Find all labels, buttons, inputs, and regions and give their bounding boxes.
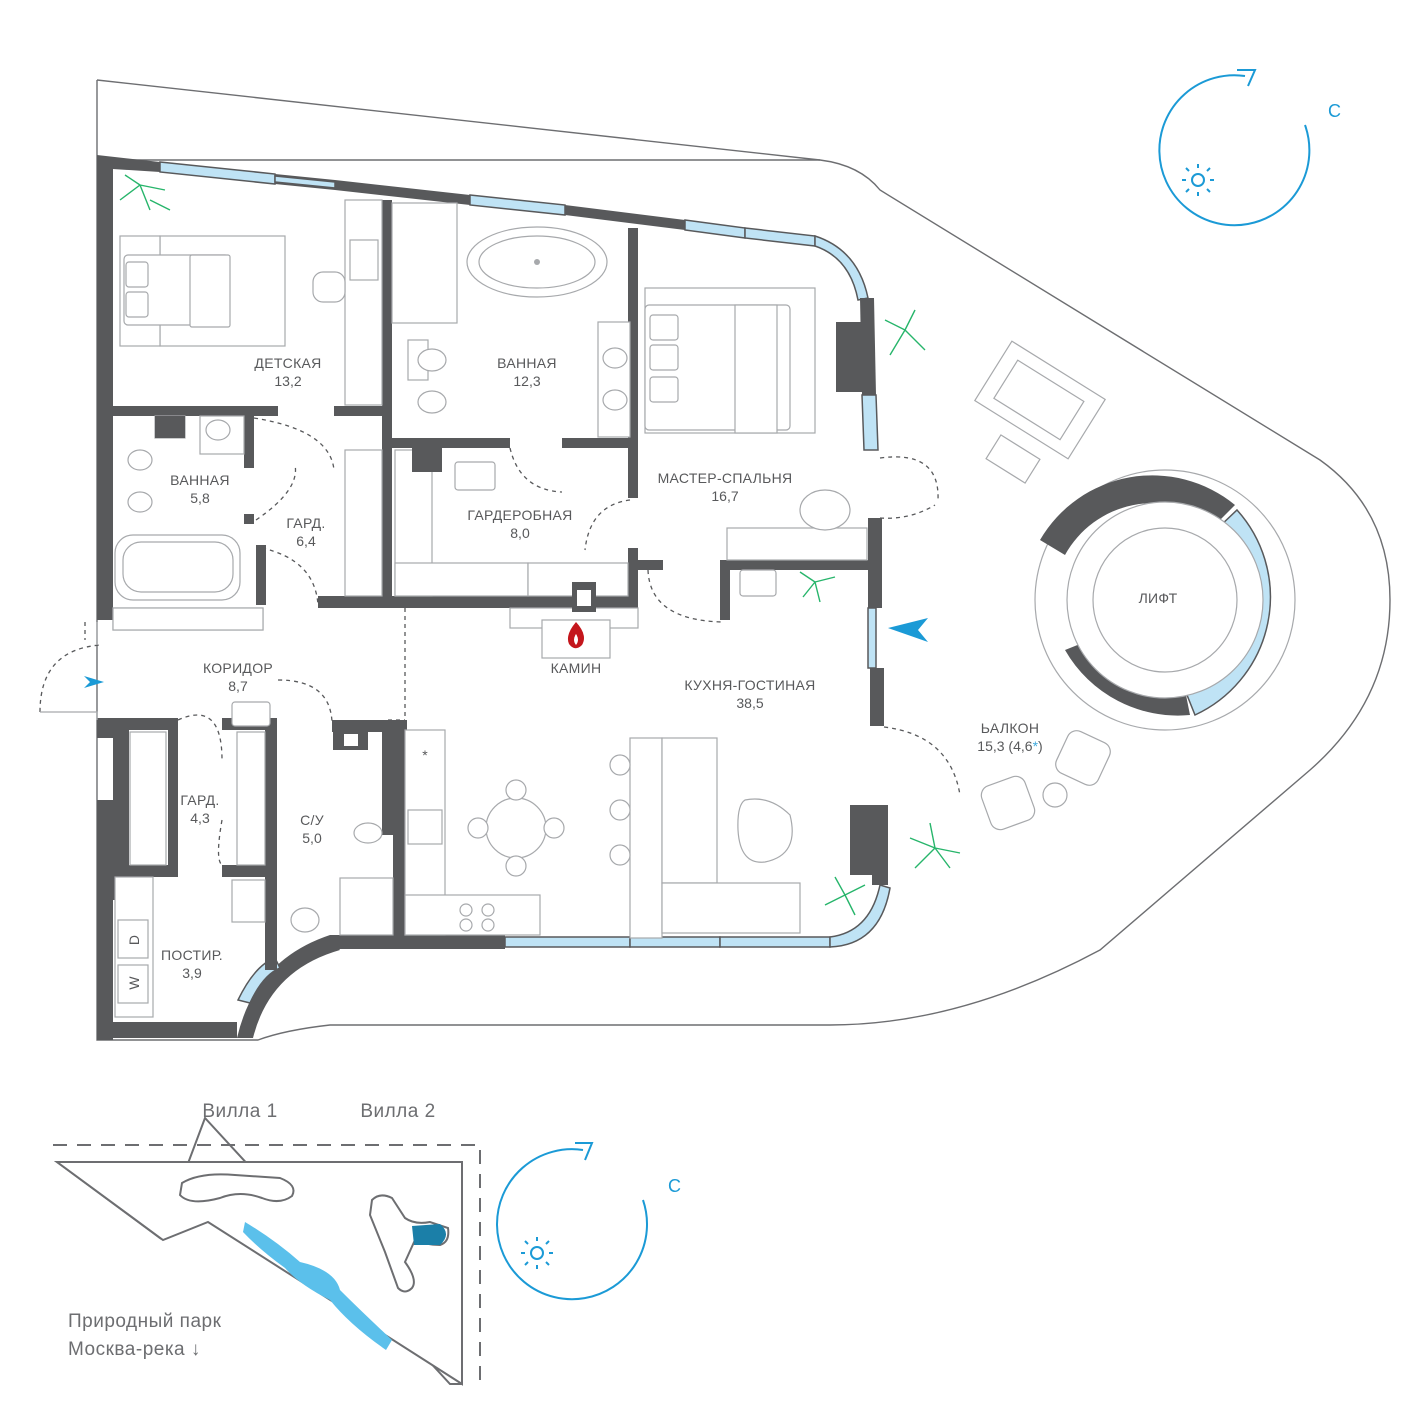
room-area: 8,7 bbox=[228, 678, 248, 694]
room-area: 15,3 (4,6*) bbox=[977, 738, 1042, 754]
villa2-label: Вилла 2 bbox=[360, 1101, 435, 1122]
room-name: МАСТЕР-СПАЛЬНЯ bbox=[658, 470, 793, 486]
room-name: ЛИФТ bbox=[1139, 590, 1178, 606]
room-name: ГАРДЕРОБНАЯ bbox=[467, 507, 572, 523]
freezer-label: * bbox=[422, 747, 428, 763]
compass-top: С bbox=[1158, 69, 1341, 227]
room-name: ВАННАЯ bbox=[170, 472, 230, 488]
sun-icon bbox=[1182, 164, 1214, 196]
compass-bottom: С bbox=[496, 1142, 681, 1301]
room-area: 4,3 bbox=[190, 810, 210, 826]
site-map bbox=[53, 1116, 481, 1386]
dryer-label: D bbox=[126, 935, 142, 945]
room-name: ГАРД. bbox=[180, 792, 219, 808]
entrance-arrow-icon bbox=[84, 676, 104, 688]
room-name: С/У bbox=[300, 812, 324, 828]
room-area: 8,0 bbox=[510, 525, 530, 541]
room-area: 38,5 bbox=[736, 695, 763, 711]
fire-icon bbox=[567, 622, 584, 649]
room-name: ГАРД. bbox=[286, 515, 325, 531]
room-area: 16,7 bbox=[711, 488, 738, 504]
room-name: ВАННАЯ bbox=[497, 355, 557, 371]
room-area: 3,9 bbox=[182, 965, 202, 981]
room-area: 5,0 bbox=[302, 830, 322, 846]
room-name: КУХНЯ-ГОСТИНАЯ bbox=[684, 677, 815, 693]
room-area: 5,8 bbox=[190, 490, 210, 506]
sun-icon bbox=[521, 1237, 553, 1269]
compass-letter: С bbox=[668, 1176, 681, 1196]
room-name: КАМИН bbox=[551, 660, 602, 676]
room-area: 12,3 bbox=[513, 373, 540, 389]
room-name: ДЕТСКАЯ bbox=[254, 355, 321, 371]
park-label: Природный парк bbox=[68, 1311, 222, 1332]
washer-label: W bbox=[126, 976, 142, 990]
villa1-label: Вилла 1 bbox=[202, 1101, 277, 1122]
plant-icon bbox=[824, 876, 866, 916]
plant-icon bbox=[884, 309, 926, 356]
compass-letter: С bbox=[1328, 101, 1341, 121]
room-name: КОРИДОР bbox=[203, 660, 273, 676]
villa-marker bbox=[412, 1224, 446, 1245]
entrance-arrow-icon bbox=[888, 618, 928, 642]
river-label: Москва-река ↓ bbox=[68, 1339, 201, 1360]
plant-icon bbox=[119, 174, 171, 211]
plant-icon bbox=[909, 822, 961, 869]
room-name: ЬАЛКОН bbox=[981, 720, 1040, 736]
plant-icon bbox=[799, 571, 836, 603]
terrace-outline bbox=[96, 80, 1391, 1041]
room-name: ПОСТИР. bbox=[161, 947, 223, 963]
room-area: 13,2 bbox=[274, 373, 301, 389]
room-area: 6,4 bbox=[296, 533, 316, 549]
